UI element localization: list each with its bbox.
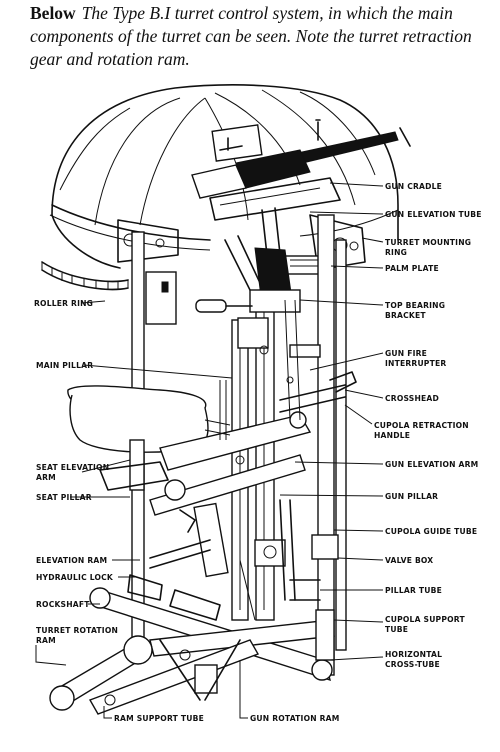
seat-elevation-arm bbox=[149, 411, 312, 533]
crosshead bbox=[279, 371, 357, 413]
machine-gun bbox=[191, 119, 411, 221]
label-gun-rotation-ram: GUN ROTATION RAM bbox=[250, 714, 340, 723]
label-hydraulic-lock: HYDRAULIC LOCK bbox=[36, 573, 114, 582]
label-cupola-guide-tube: CUPOLA GUIDE TUBE bbox=[385, 527, 477, 536]
leader-lines bbox=[35, 182, 384, 719]
label-crosshead: CROSSHEAD bbox=[385, 394, 439, 403]
label-top-bearing-bracket-1: TOP BEARING bbox=[385, 301, 445, 310]
top-bearing-bracket bbox=[195, 289, 321, 358]
caption-text: The Type B.I turret control system, in w… bbox=[30, 3, 472, 69]
label-turret-mounting-ring-1: TURRET MOUNTING bbox=[385, 238, 471, 247]
label-horizontal-cross-tube-2: CROSS-TUBE bbox=[385, 660, 440, 669]
label-valve-box: VALVE BOX bbox=[385, 556, 433, 565]
label-rockshaft: ROCKSHAFT bbox=[36, 600, 90, 609]
label-pillar-tube: PILLAR TUBE bbox=[385, 586, 442, 595]
label-gun-fire-interrupter-1: GUN FIRE bbox=[385, 349, 427, 358]
label-turret-rotation-ram-2: RAM bbox=[36, 636, 56, 645]
label-palm-plate: PALM PLATE bbox=[385, 264, 439, 273]
label-roller-ring: ROLLER RING bbox=[34, 299, 93, 308]
label-turret-mounting-ring-2: RING bbox=[385, 248, 407, 257]
label-cupola-support-tube-2: TUBE bbox=[385, 625, 408, 634]
label-turret-rotation-ram-1: TURRET ROTATION bbox=[36, 626, 118, 635]
label-gun-cradle: GUN CRADLE bbox=[385, 182, 442, 191]
label-horizontal-cross-tube-1: HORIZONTAL bbox=[385, 650, 442, 659]
label-seat-elevation-arm-1: SEAT ELEVATION bbox=[36, 463, 109, 472]
label-seat-elevation-arm-2: ARM bbox=[36, 473, 56, 482]
label-main-pillar: MAIN PILLAR bbox=[36, 361, 93, 370]
label-cupola-retraction-handle-2: HANDLE bbox=[374, 431, 410, 440]
label-gun-elevation-arm: GUN ELEVATION ARM bbox=[385, 460, 478, 469]
label-gun-elevation-tube: GUN ELEVATION TUBE bbox=[385, 210, 482, 219]
elevation-ram bbox=[149, 502, 339, 578]
labels-left: ROLLER RING MAIN PILLAR SEAT ELEVATION A… bbox=[34, 299, 340, 723]
control-box bbox=[145, 271, 177, 325]
turret-rotation-ram bbox=[49, 635, 260, 715]
label-seat-pillar: SEAT PILLAR bbox=[36, 493, 92, 502]
seat bbox=[67, 385, 209, 491]
mechanism-details bbox=[204, 299, 301, 621]
labels-right: GUN CRADLE GUN ELEVATION TUBE TURRET MOU… bbox=[374, 182, 482, 669]
label-elevation-ram: ELEVATION RAM bbox=[36, 556, 107, 565]
label-gun-pillar: GUN PILLAR bbox=[385, 492, 438, 501]
label-cupola-support-tube-1: CUPOLA SUPPORT bbox=[385, 615, 465, 624]
caption-lead: Below bbox=[30, 3, 76, 23]
label-ram-support-tube: RAM SUPPORT TUBE bbox=[114, 714, 204, 723]
label-top-bearing-bracket-2: BRACKET bbox=[385, 311, 426, 320]
label-gun-fire-interrupter-2: INTERRUPTER bbox=[385, 359, 446, 368]
label-cupola-retraction-handle-1: CUPOLA RETRACTION bbox=[374, 421, 469, 430]
